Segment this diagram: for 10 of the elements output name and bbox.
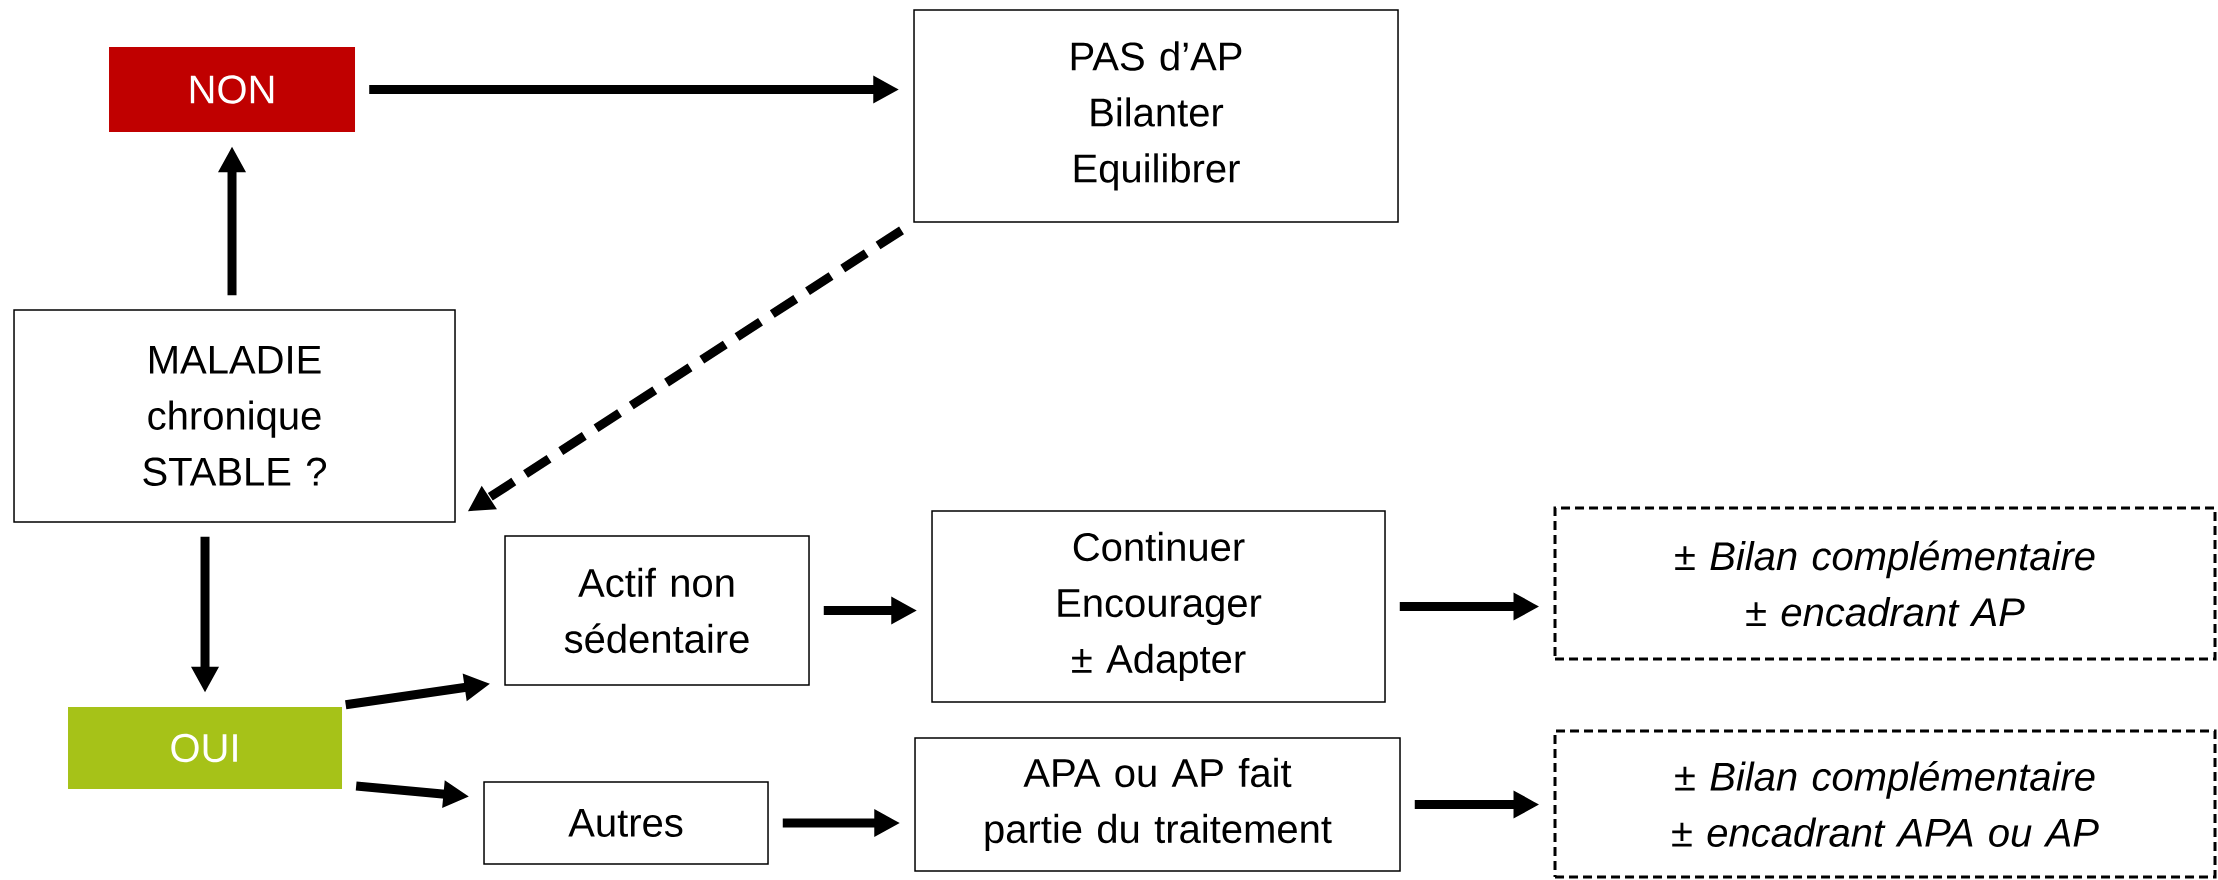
answer-box: NON bbox=[109, 47, 355, 132]
note-box: ± Bilan complémentaire ± encadrant APA ou AP bbox=[1553, 729, 2217, 879]
process-box: Autres bbox=[483, 781, 769, 865]
note-box: ± Bilan complémentaire ± encadrant AP bbox=[1553, 506, 2217, 661]
process-box: MALADIE chronique STABLE ? bbox=[13, 309, 456, 523]
answer-box: OUI bbox=[68, 707, 342, 789]
process-box: Continuer Encourager ± Adapter bbox=[931, 510, 1386, 703]
process-box: PAS d’AP Bilanter Equilibrer bbox=[913, 9, 1399, 223]
process-box: Actif non sédentaire bbox=[504, 535, 810, 686]
process-box: APA ou AP fait partie du traitement bbox=[914, 737, 1401, 872]
